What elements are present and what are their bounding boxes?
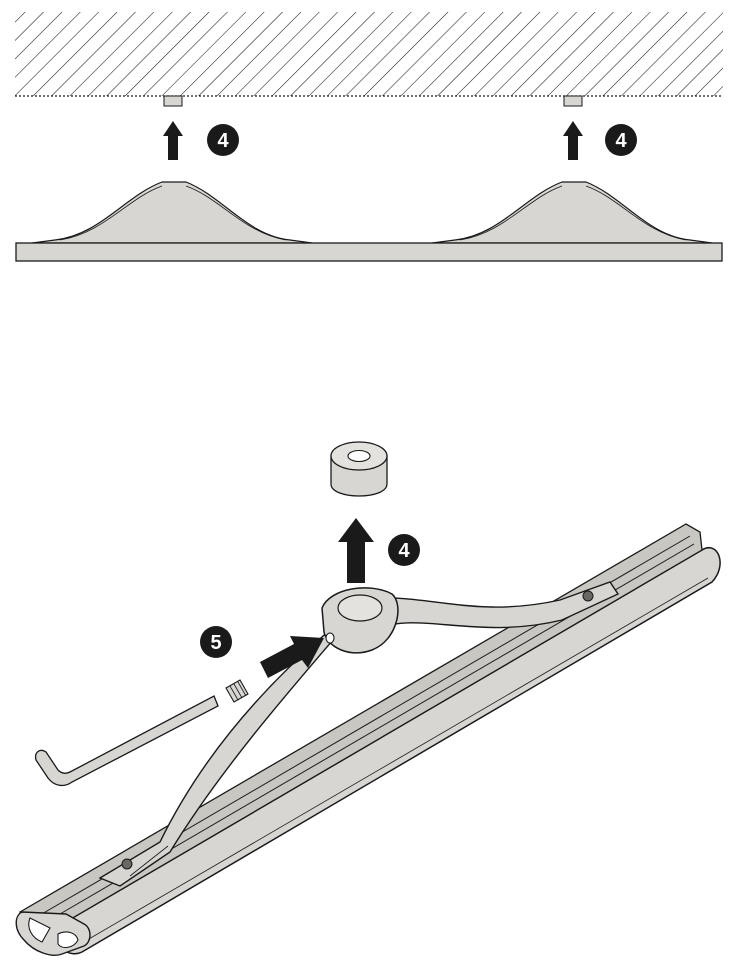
step-badge-4-top-left: 4 <box>207 124 239 156</box>
hex-key-tool <box>34 695 219 787</box>
up-arrow-icon <box>163 121 183 160</box>
suspension-bracket-right <box>431 181 713 244</box>
step-number: 4 <box>217 130 229 152</box>
insert-arrow-icon <box>260 636 324 678</box>
up-arrow-icon <box>563 121 583 160</box>
fixing-screw-front <box>121 858 133 870</box>
ceiling <box>15 12 723 97</box>
step-number: 4 <box>615 130 627 152</box>
step-number: 5 <box>210 632 221 654</box>
spacer-cylinder <box>330 441 388 497</box>
suspension-bracket-left <box>31 181 313 244</box>
step-badge-4-bottom: 4 <box>388 534 420 566</box>
grub-screw <box>225 679 249 703</box>
ceiling-spacer-left <box>163 95 183 107</box>
rail-side-view <box>15 242 723 262</box>
ceiling-spacer-right <box>563 95 583 107</box>
step-badge-4-top-right: 4 <box>605 124 637 156</box>
step-badge-5: 5 <box>200 626 232 658</box>
fixing-screw-rear <box>582 590 594 602</box>
up-arrow-icon <box>338 518 374 583</box>
suspension-bracket-perspective <box>98 581 620 887</box>
step-number: 4 <box>398 540 410 562</box>
